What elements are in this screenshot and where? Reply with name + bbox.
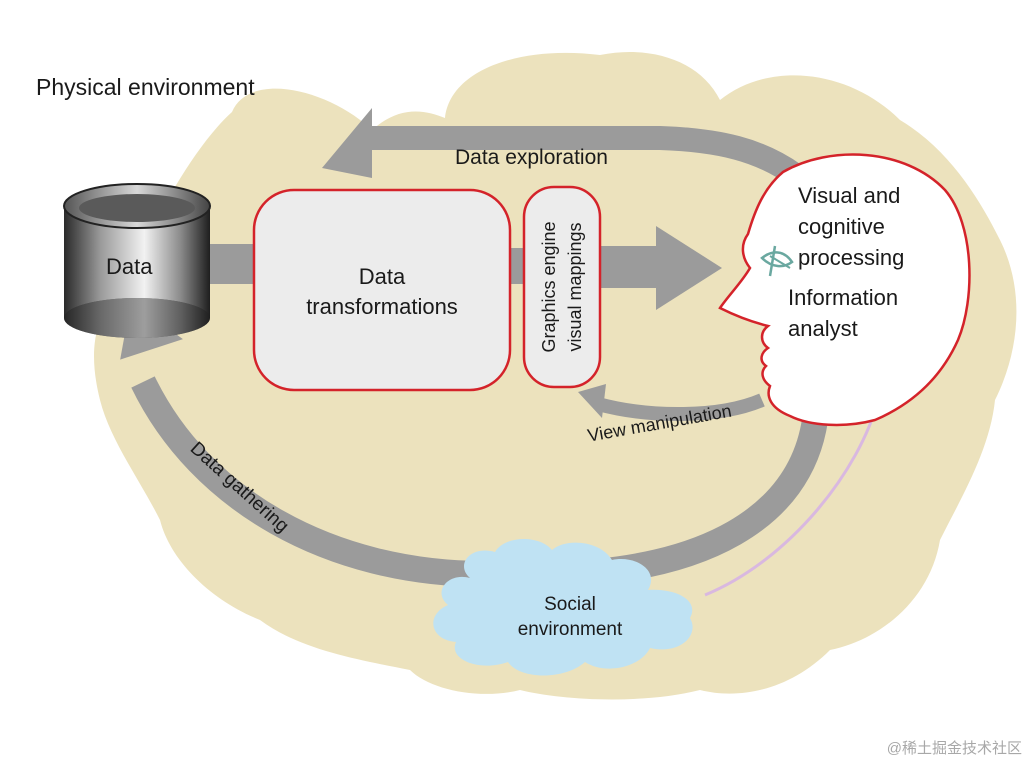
analyst-label-top: Visual and cognitive processing <box>798 180 904 273</box>
data-transformations-label-line2: transformations <box>306 294 458 319</box>
analyst-label-line4: Information <box>788 285 899 310</box>
watermark: @稀土掘金技术社区 <box>886 740 1022 757</box>
graphics-engine-label: Graphics engine visual mappings <box>536 187 588 387</box>
data-store-cylinder <box>63 183 211 338</box>
analyst-label-line1: Visual and <box>798 183 901 208</box>
transform-to-graphics-connector <box>508 248 524 284</box>
analyst-head <box>718 153 971 427</box>
social-environment-label-line2: environment <box>517 619 623 640</box>
analyst-label-bottom: Information analyst <box>788 282 898 344</box>
data-label: Data <box>106 254 153 279</box>
data-transformations-box <box>252 188 512 392</box>
social-environment-label-line1: Social <box>544 594 596 615</box>
analyst-social-connector <box>704 399 880 597</box>
social-environment-label: Social environment <box>500 592 640 642</box>
analyst-label-line5: analyst <box>788 316 858 341</box>
data-exploration-arrow-shaft <box>360 126 802 185</box>
analyst-label-line2: cognitive <box>798 214 885 239</box>
eye-icon <box>760 245 794 277</box>
physical-environment-label: Physical environment <box>36 74 255 100</box>
social-environment-cloud <box>433 538 693 676</box>
data-exploration-label: Data exploration <box>455 146 608 169</box>
data-to-transform-connector <box>208 244 256 284</box>
data-exploration-arrowhead <box>322 108 372 178</box>
data-transformations-label: Data transformations <box>254 262 510 322</box>
view-manipulation-arrow-shaft <box>596 393 765 421</box>
data-transformations-label-line1: Data <box>358 264 406 289</box>
graphics-to-analyst-shaft <box>600 246 658 288</box>
graphics-engine-box <box>522 185 602 389</box>
analyst-label-line3: processing <box>798 245 905 270</box>
graphics-to-analyst-arrowhead <box>656 226 722 310</box>
data-gathering-arrow-shaft <box>131 376 486 587</box>
graphics-engine-label-line1: Graphics engine <box>539 221 559 353</box>
graphics-engine-label-line2: visual mappings <box>565 222 585 352</box>
view-manipulation-arrowhead <box>578 384 606 418</box>
